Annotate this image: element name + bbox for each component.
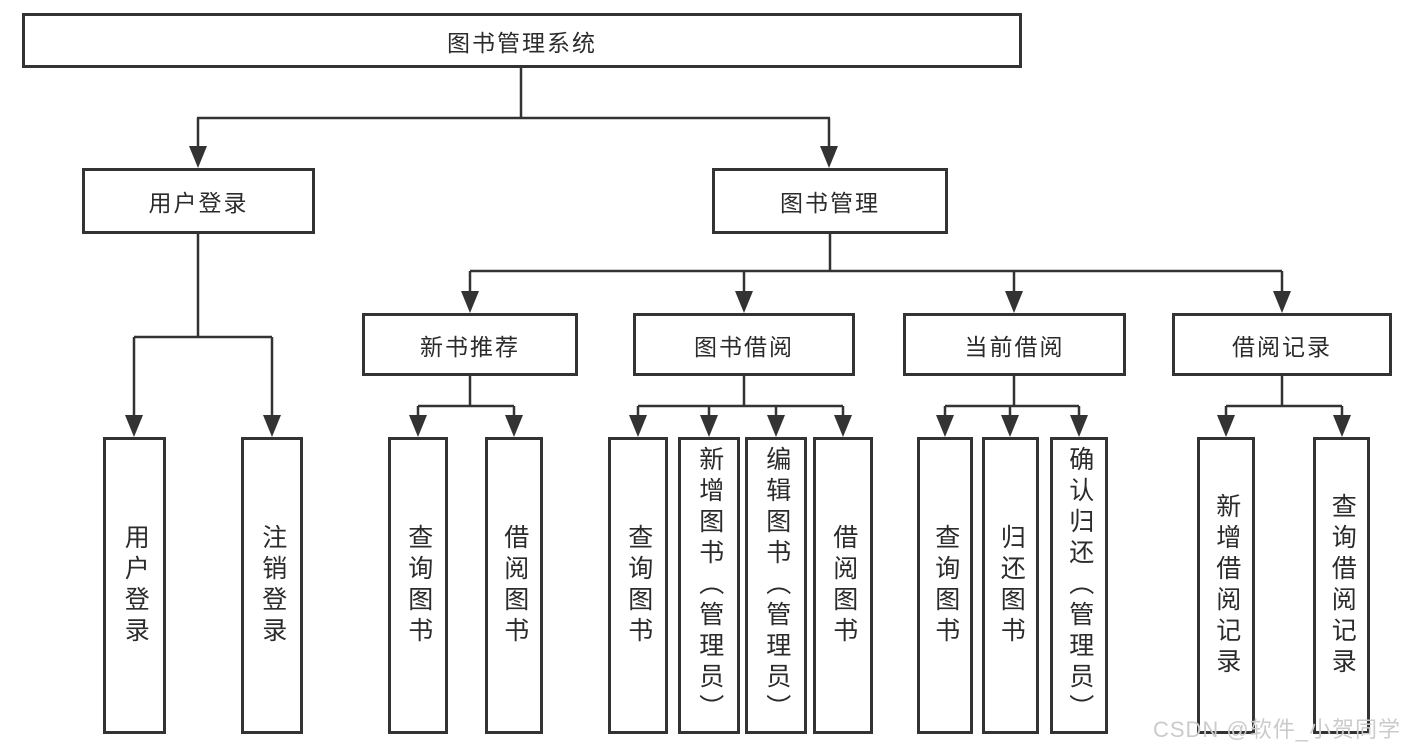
- node-label: 查询借阅记录: [1328, 492, 1357, 679]
- leaf-borrow-books: 借阅图书: [485, 437, 543, 734]
- node-label: 借阅记录: [1232, 333, 1332, 360]
- leaf-query-books: 查询图书: [917, 437, 973, 734]
- arrow-down-icon: [767, 415, 785, 437]
- leaf-edit-books-admin: 编辑图书（管理员）: [745, 437, 807, 734]
- leaf-confirm-return-admin: 确认归还（管理员）: [1050, 437, 1108, 734]
- arrow-down-icon: [461, 291, 479, 313]
- node-label: 用户登录: [121, 523, 150, 648]
- leaf-borrow-books: 借阅图书: [813, 437, 873, 734]
- node-label: 借阅图书: [829, 523, 858, 648]
- node-new-book-recommend: 新书推荐: [362, 313, 578, 376]
- leaf-query-books: 查询图书: [388, 437, 448, 734]
- connector-records-to-leaves: [1217, 376, 1351, 437]
- connector-borrowing-to-leaves: [629, 376, 852, 437]
- node-book-management: 图书管理: [712, 168, 948, 234]
- arrow-down-icon: [629, 415, 647, 437]
- arrow-down-icon: [1001, 415, 1019, 437]
- arrow-down-icon: [936, 415, 954, 437]
- node-label: 借阅图书: [500, 523, 529, 648]
- node-label: 图书借阅: [694, 333, 794, 360]
- node-label: 归还图书: [997, 523, 1026, 648]
- csdn-watermark: CSDN @软件_小贺同学: [1152, 717, 1401, 742]
- arrow-down-icon: [820, 146, 838, 168]
- arrow-down-icon: [1070, 415, 1088, 437]
- arrow-down-icon: [1217, 415, 1235, 437]
- node-label: 新增借阅记录: [1212, 492, 1241, 679]
- node-current-borrowing: 当前借阅: [903, 313, 1126, 376]
- leaf-logout: 注销登录: [241, 437, 303, 734]
- arrow-down-icon: [834, 415, 852, 437]
- arrow-down-icon: [263, 415, 281, 437]
- connector-current-to-leaves: [936, 376, 1088, 437]
- leaf-user-login: 用户登录: [103, 437, 166, 734]
- node-label: 注销登录: [258, 523, 287, 648]
- arrow-down-icon: [409, 415, 427, 437]
- node-label: 当前借阅: [964, 333, 1065, 360]
- connector-recommend-to-leaves: [409, 376, 523, 437]
- arrow-down-icon: [189, 146, 207, 168]
- leaf-add-borrow-record: 新增借阅记录: [1197, 437, 1255, 734]
- connector-login-to-leaves: [125, 234, 281, 437]
- node-root-library-system: 图书管理系统: [22, 13, 1022, 68]
- leaf-add-books-admin: 新增图书（管理员）: [678, 437, 740, 734]
- node-label: 新增图书（管理员）: [695, 446, 724, 725]
- node-borrow-records: 借阅记录: [1172, 313, 1392, 376]
- node-user-login: 用户登录: [82, 168, 315, 234]
- node-book-borrowing: 图书借阅: [633, 313, 855, 376]
- node-label: 确认归还（管理员）: [1065, 446, 1094, 725]
- arrow-down-icon: [700, 415, 718, 437]
- arrow-down-icon: [735, 291, 753, 313]
- node-label: 新书推荐: [420, 333, 520, 360]
- leaf-query-books: 查询图书: [608, 437, 668, 734]
- node-label: 编辑图书（管理员）: [762, 446, 791, 725]
- connector-root-to-level2: [189, 68, 838, 168]
- node-label: 查询图书: [931, 523, 960, 648]
- arrow-down-icon: [1005, 291, 1023, 313]
- arrow-down-icon: [125, 415, 143, 437]
- leaf-return-books: 归还图书: [982, 437, 1039, 734]
- leaf-query-borrow-record: 查询借阅记录: [1313, 437, 1370, 734]
- node-label: 图书管理: [780, 190, 880, 216]
- arrow-down-icon: [505, 415, 523, 437]
- node-label: 用户登录: [148, 190, 249, 216]
- node-label: 查询图书: [404, 523, 433, 648]
- arrow-down-icon: [1273, 291, 1291, 313]
- node-label: 查询图书: [624, 523, 653, 648]
- connector-management-to-level3: [461, 234, 1291, 313]
- arrow-down-icon: [1333, 415, 1351, 437]
- node-label: 图书管理系统: [447, 29, 597, 56]
